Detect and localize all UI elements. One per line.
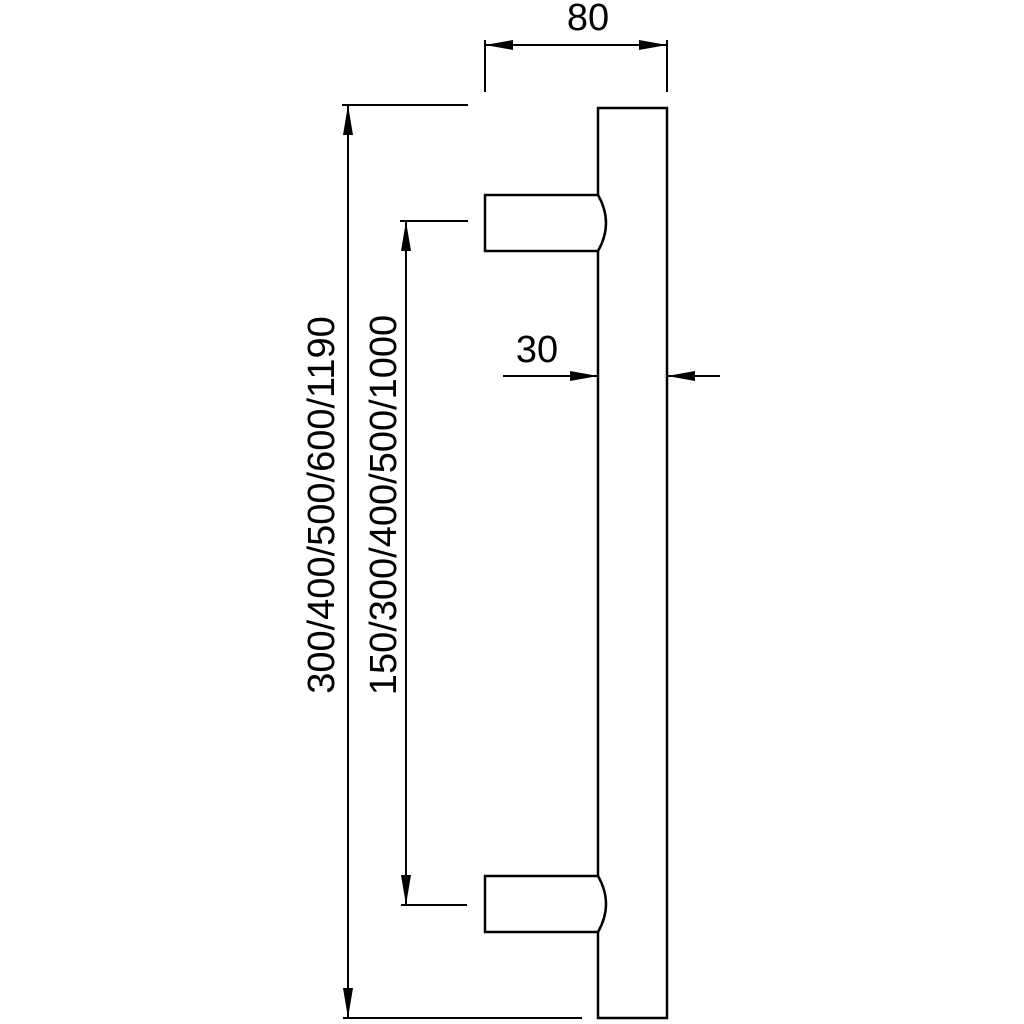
dimension-center-distance: 150/300/400/500/1000 <box>363 220 468 906</box>
standoff-bottom <box>483 874 608 934</box>
standoff-top <box>483 193 608 253</box>
dimension-label-overall-length: 300/400/500/600/1190 <box>301 316 343 694</box>
dimension-label-30: 30 <box>516 329 558 371</box>
dimension-label-center-distance: 150/300/400/500/1000 <box>363 315 405 695</box>
dimension-overall-length: 300/400/500/600/1190 <box>301 104 582 1019</box>
handle-bar <box>596 106 669 1020</box>
dimension-overall-width: 80 <box>484 0 668 92</box>
dimension-bar-diameter: 30 <box>503 329 720 381</box>
dimension-label-80: 80 <box>567 0 609 39</box>
